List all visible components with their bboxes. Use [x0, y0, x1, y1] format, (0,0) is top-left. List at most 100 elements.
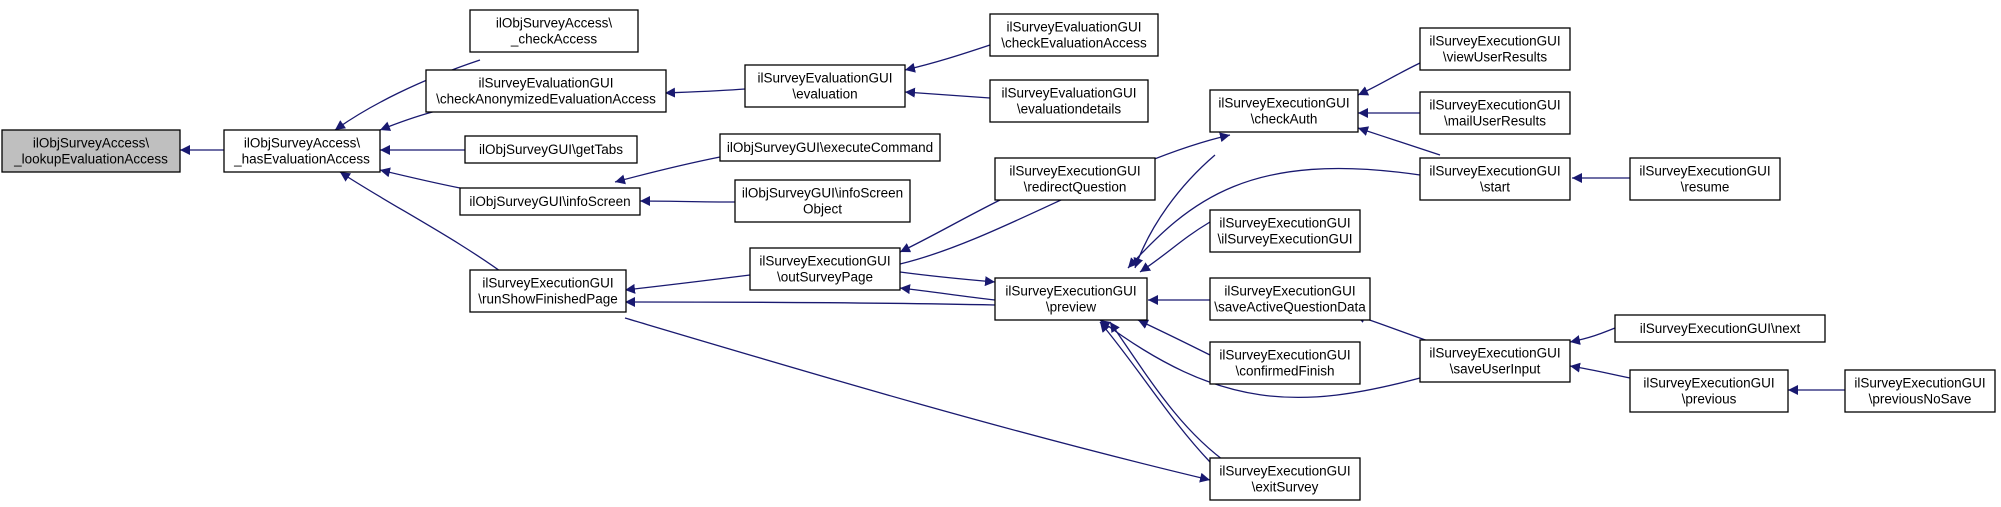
edge-checkAccess-hasEval	[334, 59, 481, 131]
node-box	[749, 247, 901, 291]
node-box	[1844, 369, 1996, 413]
node-box	[719, 133, 941, 162]
node-checkAnon[interactable]: ilSurveyEvaluationGUI\checkAnonymizedEva…	[425, 69, 667, 113]
node-label: ilSurveyExecutionGUI	[1854, 376, 1985, 391]
node-box	[469, 9, 639, 53]
node-previous[interactable]: ilSurveyExecutionGUI\previous	[1629, 369, 1789, 413]
edge-outSurvey-preview	[899, 271, 996, 287]
node-label: \redirectQuestion	[1024, 180, 1127, 195]
node-label: ilSurveyEvaluationGUI	[1006, 20, 1141, 35]
node-resume[interactable]: ilSurveyExecutionGUI\resume	[1629, 157, 1781, 201]
node-runShow[interactable]: ilSurveyExecutionGUI\runShowFinishedPage	[469, 269, 627, 313]
node-mailUserResults[interactable]: ilSurveyExecutionGUI\mailUserResults	[1419, 91, 1571, 135]
node-viewUserResults[interactable]: ilSurveyExecutionGUI\viewUserResults	[1419, 27, 1571, 71]
node-checkAccess[interactable]: ilObjSurveyAccess\_checkAccess	[469, 9, 639, 53]
node-redirectQuestion[interactable]: ilSurveyExecutionGUI\redirectQuestion	[994, 157, 1156, 201]
node-box	[989, 79, 1149, 123]
node-box	[1614, 314, 1826, 343]
node-saveUserInput[interactable]: ilSurveyExecutionGUI\saveUserInput	[1419, 339, 1571, 383]
node-label: ilObjSurveyAccess\	[244, 136, 361, 151]
node-box	[1419, 91, 1571, 135]
node-start[interactable]: ilSurveyExecutionGUI\start	[1419, 157, 1571, 201]
node-box	[1, 129, 181, 173]
node-label: ilObjSurveyAccess\	[33, 136, 150, 151]
node-label: \confirmedFinish	[1235, 364, 1334, 379]
node-label: ilSurveyExecutionGUI	[1218, 96, 1349, 111]
node-label: ilSurveyExecutionGUI	[1429, 164, 1560, 179]
edge-checkEval-evaluation	[904, 44, 991, 73]
node-label: ilObjSurveyGUI\infoScreen	[469, 194, 630, 209]
node-label: ilObjSurveyGUI\getTabs	[479, 142, 623, 157]
node-label: \start	[1480, 180, 1510, 195]
node-box	[1629, 157, 1781, 201]
node-label: \preview	[1046, 300, 1097, 315]
node-box	[744, 64, 906, 108]
node-exitSurvey[interactable]: ilSurveyExecutionGUI\exitSurvey	[1209, 457, 1361, 501]
node-label: \viewUserResults	[1443, 50, 1548, 65]
node-lookup[interactable]: ilObjSurveyAccess\_lookupEvaluationAcces…	[1, 129, 181, 173]
node-label: ilSurveyExecutionGUI	[1009, 164, 1140, 179]
node-label: _hasEvaluationAccess	[233, 152, 370, 167]
node-box	[1209, 89, 1359, 133]
node-label: \mailUserResults	[1444, 114, 1546, 129]
node-box	[734, 179, 911, 223]
node-label: _checkAccess	[510, 32, 598, 47]
node-evaluation[interactable]: ilSurveyEvaluationGUI\evaluation	[744, 64, 906, 108]
edge-start-preview	[1127, 167, 1421, 269]
node-box	[1209, 457, 1361, 501]
node-saveActive[interactable]: ilSurveyExecutionGUI\saveActiveQuestionD…	[1209, 277, 1371, 321]
node-label: ilSurveyEvaluationGUI	[1001, 86, 1136, 101]
node-box	[1419, 339, 1571, 383]
edge-start-checkAuth	[1357, 126, 1441, 156]
node-box	[223, 129, 381, 173]
node-preview[interactable]: ilSurveyExecutionGUI\preview	[994, 277, 1148, 321]
node-label: \checkEvaluationAccess	[1001, 36, 1147, 51]
node-box	[469, 269, 627, 313]
node-getTabs[interactable]: ilObjSurveyGUI\getTabs	[464, 135, 638, 164]
node-confirmedFinish[interactable]: ilSurveyExecutionGUI\confirmedFinish	[1209, 341, 1361, 385]
node-label: ilSurveyExecutionGUI	[759, 254, 890, 269]
nodes: ilObjSurveyAccess\_lookupEvaluationAcces…	[1, 9, 1996, 501]
node-label: ilSurveyExecutionGUI	[1429, 346, 1560, 361]
node-label: ilSurveyExecutionGUI	[1219, 348, 1350, 363]
node-label: \checkAnonymizedEvaluationAccess	[436, 92, 656, 107]
node-next[interactable]: ilSurveyExecutionGUI\next	[1614, 314, 1826, 343]
node-outSurveyPage[interactable]: ilSurveyExecutionGUI\outSurveyPage	[749, 247, 901, 291]
node-label: ilObjSurveyGUI\executeCommand	[727, 140, 933, 155]
node-box	[994, 157, 1156, 201]
node-box	[425, 69, 667, 113]
node-executeCommand[interactable]: ilObjSurveyGUI\executeCommand	[719, 133, 941, 162]
node-box	[464, 135, 638, 164]
node-label: \outSurveyPage	[777, 270, 873, 285]
edge-previous-saveUser	[1569, 362, 1631, 379]
node-box	[1629, 369, 1789, 413]
node-ctor[interactable]: ilSurveyExecutionGUI\ilSurveyExecutionGU…	[1209, 209, 1361, 253]
node-box	[994, 277, 1148, 321]
node-label: ilSurveyEvaluationGUI	[757, 71, 892, 86]
edge-preview-runShow	[624, 297, 996, 308]
node-hasEval[interactable]: ilObjSurveyAccess\_hasEvaluationAccess	[223, 129, 381, 173]
edge-runShow-exitSurvey	[624, 317, 1211, 483]
node-label: Object	[803, 202, 842, 217]
node-label: ilSurveyExecutionGUI\next	[1640, 321, 1801, 336]
node-previousNoSave[interactable]: ilSurveyExecutionGUI\previousNoSave	[1844, 369, 1996, 413]
node-infoScreen[interactable]: ilObjSurveyGUI\infoScreen	[459, 187, 641, 216]
node-label: \evaluation	[792, 87, 857, 102]
edge-infoScreenObject-infoScreen	[639, 196, 736, 207]
node-box	[989, 13, 1159, 57]
node-checkEvalAccess[interactable]: ilSurveyEvaluationGUI\checkEvaluationAcc…	[989, 13, 1159, 57]
edge-viewUser-checkAuth	[1357, 62, 1421, 96]
node-evalDetails[interactable]: ilSurveyEvaluationGUI\evaluationdetails	[989, 79, 1149, 123]
node-checkAuth[interactable]: ilSurveyExecutionGUI\checkAuth	[1209, 89, 1359, 133]
edge-confirmed-preview	[1137, 319, 1211, 356]
node-label: \previousNoSave	[1869, 392, 1972, 407]
edge-evalDetails-evaluation	[904, 87, 991, 99]
node-box	[1209, 341, 1361, 385]
node-box	[1209, 277, 1371, 321]
node-box	[1419, 27, 1571, 71]
edge-executeCommand-infoScreen	[614, 156, 721, 185]
edge-saveUser-preview	[1099, 319, 1421, 399]
node-box	[1419, 157, 1571, 201]
